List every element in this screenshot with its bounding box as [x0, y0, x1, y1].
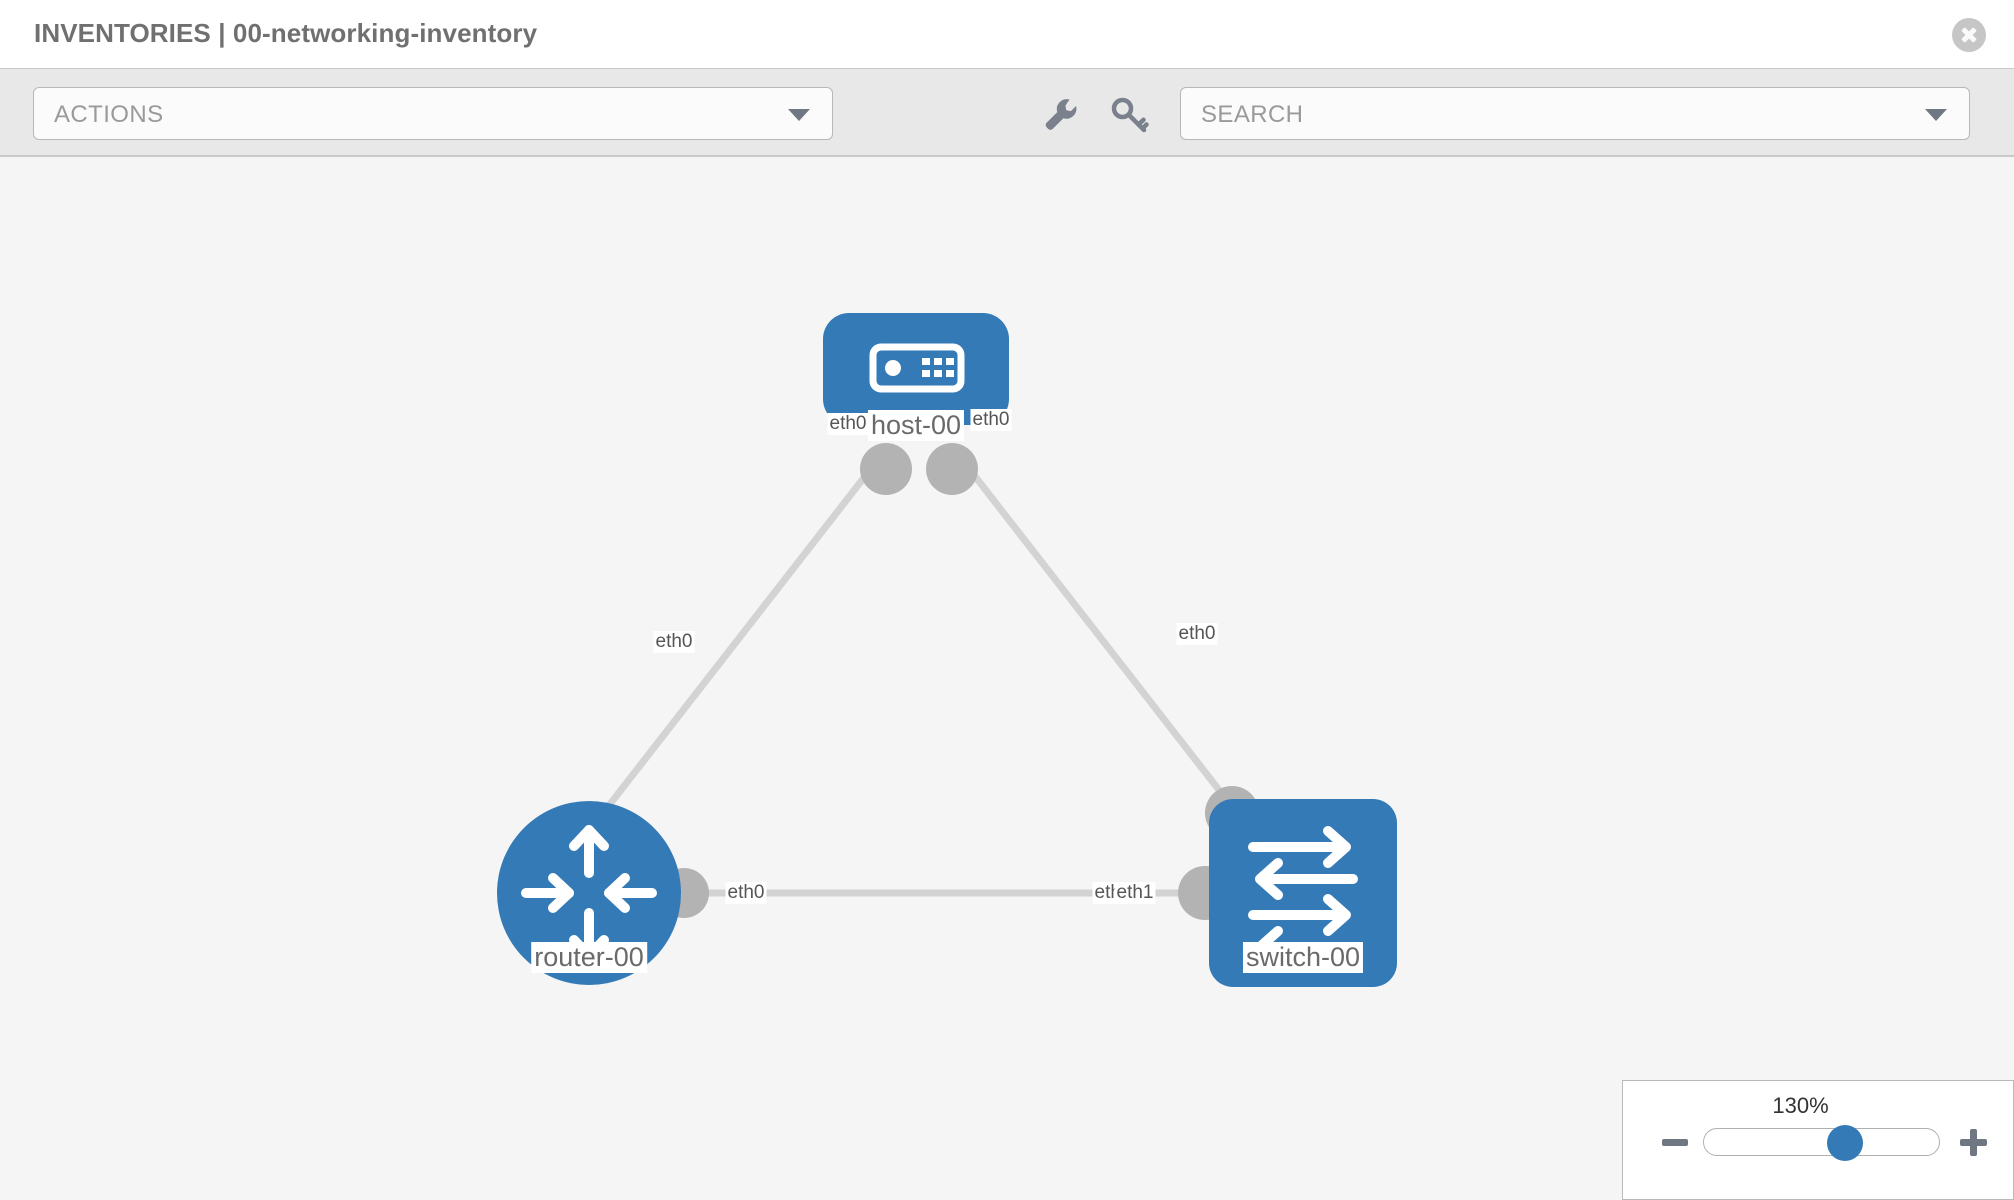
iface-label-router-eth0-east: eth0 — [725, 882, 767, 904]
node-router-00 — [497, 801, 681, 985]
topology-graph — [497, 313, 1397, 987]
page-header: INVENTORIES | 00-networking-inventory — [0, 0, 2014, 68]
link-host-router — [597, 454, 883, 820]
actions-dropdown[interactable]: ACTIONS — [33, 87, 833, 140]
chevron-down-icon[interactable] — [1925, 109, 1947, 121]
port-host-right — [926, 443, 978, 495]
iface-label-host-eth0-right: eth0 — [970, 409, 1012, 431]
zoom-slider-handle[interactable] — [1827, 1125, 1863, 1161]
iface-label-router-eth0-north: eth0 — [653, 631, 695, 653]
toolbar: ACTIONS SEARCH — [0, 68, 2014, 157]
wrench-icon[interactable] — [1040, 93, 1082, 135]
search-placeholder: SEARCH — [1201, 101, 1304, 128]
minus-icon[interactable] — [1662, 1139, 1688, 1146]
topology-canvas[interactable]: host-00 router-00 switch-00 eth0 eth0 et… — [0, 157, 2014, 1200]
link-layer — [597, 454, 1243, 897]
close-icon[interactable] — [1952, 18, 1986, 52]
key-icon[interactable] — [1108, 93, 1150, 135]
port-host-left — [860, 443, 912, 495]
node-host-00 — [823, 313, 1009, 425]
zoom-control-panel: 130% — [1622, 1080, 2014, 1200]
iface-label-switch-eth0-north: eth0 — [1176, 623, 1218, 645]
chevron-down-icon — [788, 109, 810, 121]
iface-label-switch-eth1-west: eth1 — [1114, 882, 1156, 904]
server-icon — [869, 343, 965, 393]
zoom-level-label: 130% — [1772, 1093, 1829, 1118]
search-input[interactable]: SEARCH — [1180, 87, 1970, 140]
node-label-switch-00: switch-00 — [1242, 942, 1364, 973]
iface-label-host-eth0-left: eth0 — [827, 413, 869, 435]
page-title: INVENTORIES | 00-networking-inventory — [34, 18, 538, 48]
zoom-slider[interactable] — [1703, 1125, 1940, 1161]
port-layer — [659, 443, 1259, 920]
node-label-router-00: router-00 — [531, 942, 647, 973]
plus-icon[interactable] — [1960, 1129, 1987, 1156]
link-host-switch — [957, 454, 1243, 820]
node-switch-00 — [1209, 799, 1397, 987]
node-label-host-00: host-00 — [867, 410, 965, 441]
actions-dropdown-label: ACTIONS — [54, 101, 164, 128]
